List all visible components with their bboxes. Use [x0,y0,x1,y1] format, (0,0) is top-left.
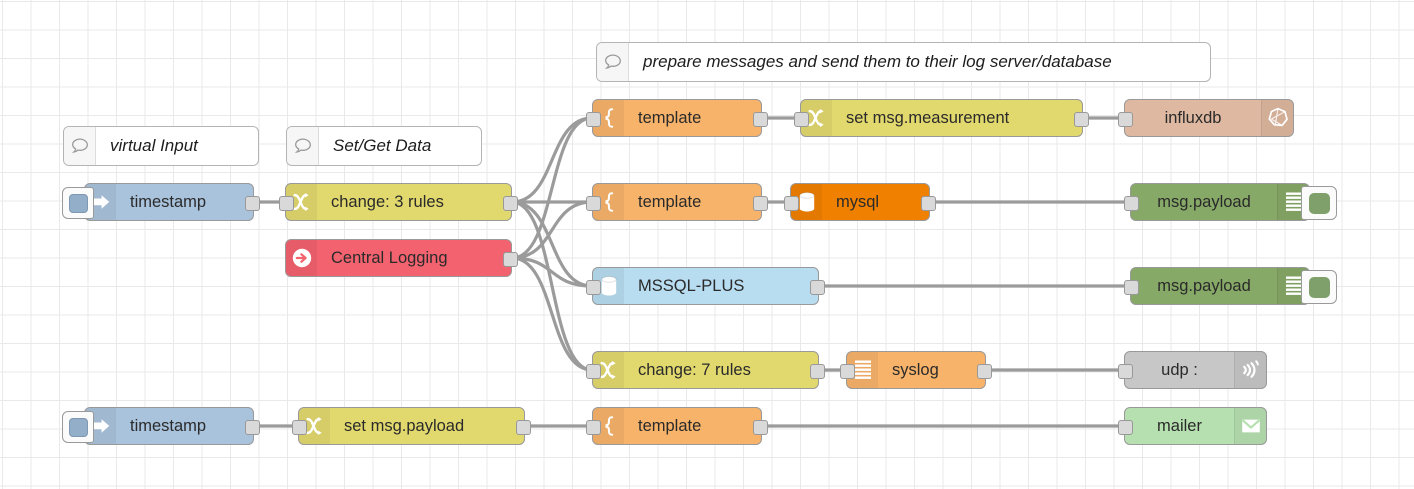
output-port[interactable] [810,279,825,295]
output-port[interactable] [753,111,768,127]
wire [510,116,594,260]
comment-label: virtual Input [110,136,198,155]
flow-node-n-mysql[interactable]: mysql [784,183,936,221]
node-label: timestamp [130,192,207,211]
flow-node-n-change-2[interactable]: set msg.measurement [794,99,1089,137]
output-port[interactable] [1074,111,1089,127]
comment-node-c-virtual-input[interactable]: virtual Input [63,126,259,166]
input-port[interactable] [586,111,601,127]
envelope-icon [1234,408,1266,444]
node-label: change: 3 rules [331,192,444,211]
wire [510,256,594,288]
input-port[interactable] [279,195,294,211]
comment-node-c-setget-data[interactable]: Set/Get Data [286,126,482,166]
node-label: template [638,108,702,127]
output-port[interactable] [753,195,768,211]
output-port[interactable] [503,195,518,211]
broadcast-icon [1234,352,1266,388]
flow-node-n-template-1[interactable]: template [586,99,768,137]
node-label: msg.payload [1157,192,1251,211]
debug-toggle-button[interactable] [1301,270,1337,304]
flow-node-n-udp[interactable]: udp : [1118,351,1267,389]
comment-icon [287,127,319,165]
debug-toggle-button[interactable] [1301,186,1337,220]
inject-trigger-button[interactable] [62,411,94,443]
shuffle-icon [801,100,832,136]
input-port[interactable] [784,195,799,211]
node-label: set msg.payload [344,416,465,435]
wire [510,200,594,372]
input-port[interactable] [586,279,601,295]
node-label: mailer [1157,416,1202,435]
node-label: template [638,416,702,435]
output-port[interactable] [516,419,531,435]
input-port[interactable] [586,419,601,435]
output-port[interactable] [245,195,260,211]
flow-node-n-link-in-1[interactable]: Central Logging [285,239,518,277]
input-port[interactable] [794,111,809,127]
input-port[interactable] [1118,111,1133,127]
output-port[interactable] [810,363,825,379]
output-port[interactable] [753,419,768,435]
flow-node-n-influxdb[interactable]: influxdb [1118,99,1294,137]
output-port[interactable] [503,251,518,267]
link-arrow-icon [286,240,317,276]
flow-node-n-syslog[interactable]: syslog [840,351,992,389]
node-label: set msg.measurement [846,108,1010,127]
node-label: timestamp [130,416,207,435]
node-label: msg.payload [1157,276,1251,295]
wire [510,116,594,204]
node-label: MSSQL-PLUS [638,276,745,295]
comment-node-c-prepare[interactable]: prepare messages and send them to their … [596,42,1211,82]
flow-node-n-change-1[interactable]: change: 3 rules [279,183,518,221]
output-port[interactable] [977,363,992,379]
node-label: udp : [1161,360,1198,379]
comment-icon [597,43,629,81]
comment-icon [64,127,96,165]
flow-node-n-template-3[interactable]: template [586,407,768,445]
input-port[interactable] [292,419,307,435]
input-port[interactable] [586,363,601,379]
input-port[interactable] [1118,363,1133,379]
wire [510,200,594,260]
influxdb-icon [1261,100,1293,136]
wire [510,200,594,288]
input-port[interactable] [1124,195,1139,211]
flow-node-n-debug-1[interactable]: msg.payload [1124,183,1337,221]
node-label: mysql [836,192,880,211]
flow-node-n-change-4[interactable]: set msg.payload [292,407,531,445]
comment-label: Set/Get Data [333,136,432,155]
input-port[interactable] [1118,419,1133,435]
node-label: syslog [892,360,939,379]
output-port[interactable] [245,419,260,435]
output-port[interactable] [921,195,936,211]
input-port[interactable] [1124,279,1139,295]
input-port[interactable] [586,195,601,211]
node-label: Central Logging [331,248,448,267]
comment-label: prepare messages and send them to their … [643,52,1112,71]
wire [510,256,594,372]
node-label: template [638,192,702,211]
node-label: influxdb [1164,108,1222,127]
node-label: change: 7 rules [638,360,751,379]
flow-node-n-template-2[interactable]: template [586,183,768,221]
flow-node-n-inject-2[interactable]: timestamp [62,407,260,445]
flow-node-n-change-3[interactable]: change: 7 rules [586,351,825,389]
input-port[interactable] [840,363,855,379]
flow-node-n-inject-1[interactable]: timestamp [62,183,260,221]
flow-node-n-debug-2[interactable]: msg.payload [1124,267,1337,305]
flow-node-n-mssql[interactable]: MSSQL-PLUS [586,267,825,305]
flow-node-n-mailer[interactable]: mailer [1118,407,1267,445]
inject-trigger-button[interactable] [62,187,94,219]
